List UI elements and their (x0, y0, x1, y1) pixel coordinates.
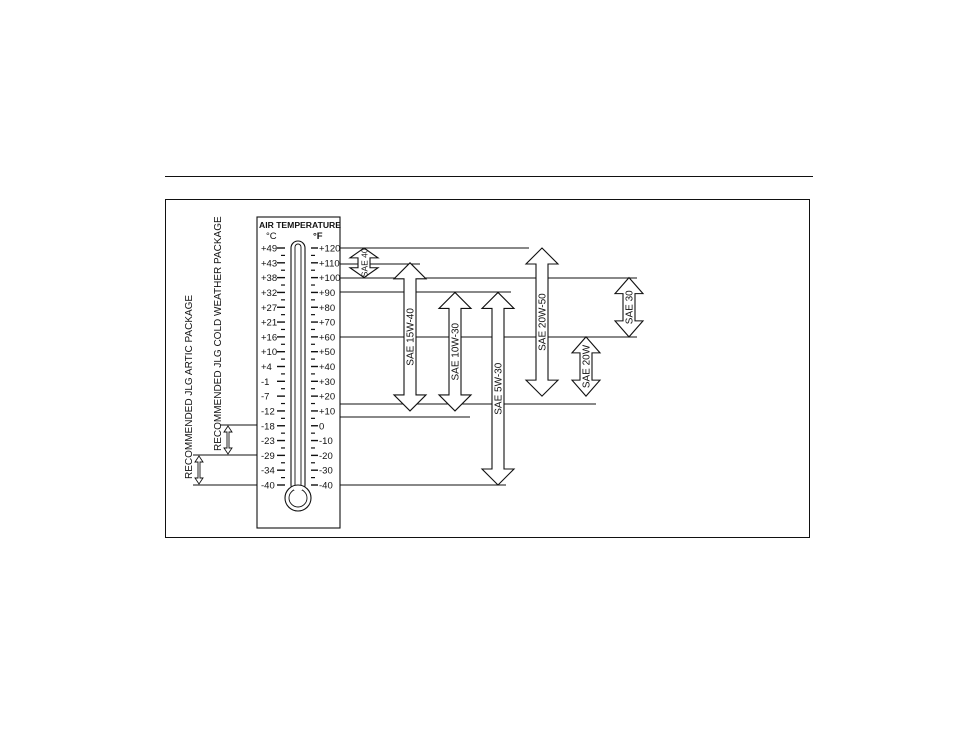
celsius-tick-label: +43 (261, 258, 277, 269)
fahrenheit-tick-label: +110 (319, 258, 340, 269)
celsius-tick-label: -7 (261, 392, 269, 403)
celsius-tick-label: -23 (261, 436, 275, 447)
fahrenheit-tick-label: +10 (319, 406, 335, 417)
fahrenheit-tick-label: +100 (319, 273, 340, 284)
celsius-tick-label: -29 (261, 451, 275, 462)
artic-package-arrow (195, 456, 203, 484)
fahrenheit-tick-label: +60 (319, 332, 335, 343)
oil-grade-label: SAE 20W (582, 344, 593, 388)
celsius-tick-label: +16 (261, 332, 277, 343)
fahrenheit-tick-label: +90 (319, 288, 335, 299)
celsius-tick-label: +10 (261, 347, 277, 358)
fahrenheit-tick-label: +120 (319, 244, 340, 255)
fahrenheit-tick-label: +20 (319, 392, 335, 403)
celsius-tick-label: +21 (261, 318, 277, 329)
fahrenheit-tick-label: +50 (319, 347, 335, 358)
celsius-tick-label: -34 (261, 466, 275, 477)
celsius-tick-label: +38 (261, 273, 277, 284)
cold-weather-package-label: RECOMMENDED JLG COLD WEATHER PACKAGE (213, 216, 224, 451)
celsius-tick-label: -18 (261, 421, 275, 432)
oil-grade-label: SAE 5W-30 (494, 362, 505, 414)
cold-weather-package-arrow (224, 426, 232, 454)
bulb-joint (294, 486, 302, 490)
celsius-tick-label: +49 (261, 244, 277, 255)
thermometer-bulb-inner (289, 489, 307, 507)
thermometer-bore (295, 244, 301, 494)
celsius-tick-label: -12 (261, 406, 275, 417)
fahrenheit-tick-label: -30 (319, 466, 333, 477)
celsius-tick-label: +4 (261, 362, 272, 373)
celsius-tick-label: +27 (261, 303, 277, 314)
oil-grade-label: SAE 20W-50 (538, 293, 549, 351)
fahrenheit-tick-label: 0 (319, 421, 324, 432)
fahrenheit-tick-label: +80 (319, 303, 335, 314)
fahrenheit-unit: °F (313, 231, 323, 242)
panel-title: AIR TEMPERATURE (259, 220, 341, 230)
package-lines (193, 425, 257, 485)
fahrenheit-tick-label: +30 (319, 377, 335, 388)
artic-package-label: RECOMMENDED JLG ARTIC PACKAGE (184, 295, 195, 479)
oil-grade-label: SAE 15W-40 (406, 308, 417, 366)
celsius-tick-label: -1 (261, 377, 269, 388)
celsius-tick-label: -40 (261, 481, 275, 492)
fahrenheit-tick-label: +70 (319, 318, 335, 329)
celsius-unit: °C (266, 231, 277, 242)
fahrenheit-tick-label: -20 (319, 451, 333, 462)
oil-grade-label: SAE 30 (625, 290, 636, 324)
fahrenheit-tick-label: +40 (319, 362, 335, 373)
oil-grade-label: SAE 40 (360, 248, 370, 277)
oil-grade-label: SAE 10W-30 (451, 322, 462, 380)
fahrenheit-tick-label: -40 (319, 481, 333, 492)
fahrenheit-tick-label: -10 (319, 436, 333, 447)
celsius-tick-label: +32 (261, 288, 277, 299)
